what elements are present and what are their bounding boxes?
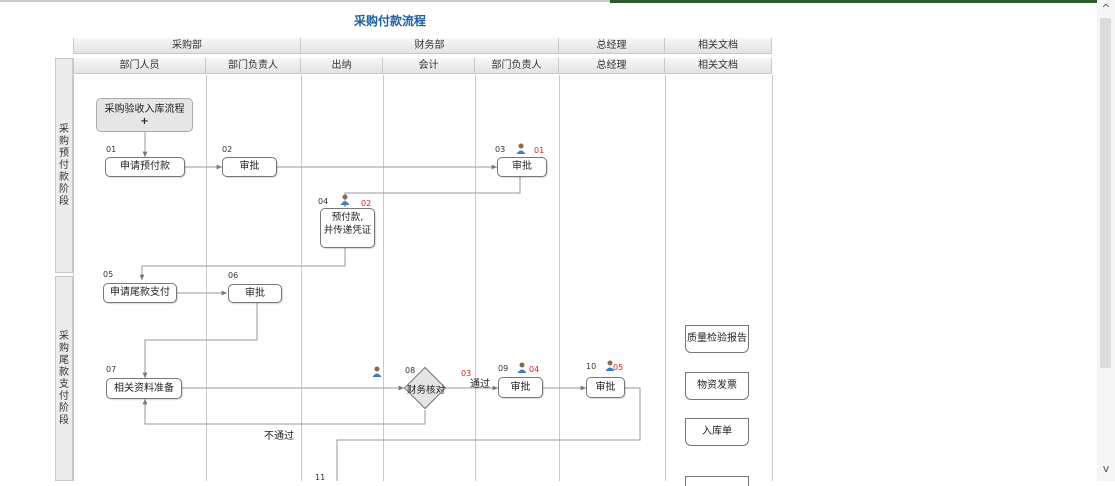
lane-divider [559,75,560,481]
edge-03-04 [342,177,521,207]
top-border-right [610,0,1100,3]
doc-invoice[interactable]: 物资发票 [685,372,749,400]
dept-docs: 相关文档 [665,38,772,54]
role-cashier: 出纳 [301,58,383,74]
node-approve-06[interactable]: 审批 [228,284,282,303]
role-staff: 部门人员 [73,58,206,74]
node-number: 08 [405,366,416,375]
node-prepay-transfer[interactable]: 预付款, 并传递凭证 [320,208,375,248]
role-accountant: 会计 [383,58,475,74]
node-approve-09[interactable]: 审批 [498,377,543,398]
node-approve-02[interactable]: 审批 [222,157,277,177]
vertical-scrollbar[interactable]: ^ v [1097,0,1115,481]
node-number: 06 [228,271,239,280]
person-icon [605,360,615,371]
edge-06-07 [142,303,258,378]
edge-04-05 [139,248,346,280]
role-docs: 相关文档 [665,58,772,74]
top-border [0,0,1115,6]
top-border-left [0,0,610,2]
stage-prepayment: 采购预付款阶段 [55,58,73,273]
doc-quality-report[interactable]: 质量检验报告 [685,325,749,353]
scroll-thumb[interactable] [1100,18,1111,368]
subprocess-label: 采购验收入库流程 [104,104,185,115]
node-approve-10[interactable]: 审批 [586,377,625,398]
lane-divider [301,75,302,481]
node-number: 03 [495,145,506,154]
dept-gm: 总经理 [559,38,665,54]
lane-divider [383,75,384,481]
node-mark: 05 [613,363,624,372]
scroll-down-icon[interactable]: v [1102,462,1110,475]
person-icon [372,366,382,377]
edge-label-pass: 通过 [470,379,490,390]
node-number: 11 [315,473,326,482]
dept-finance: 财务部 [301,38,559,54]
node-apply-prepayment[interactable]: 申请预付款 [105,157,185,177]
node-number: 04 [318,197,329,206]
person-icon [516,143,526,154]
lane-divider [665,75,666,481]
node-mark: 04 [529,365,540,374]
node-finance-check: 财务核对 [406,385,445,396]
node-apply-final-payment[interactable]: 申请尾款支付 [103,283,177,303]
stage-prepayment-label: 采购预付款阶段 [59,123,69,207]
node-number: 05 [103,270,114,279]
scroll-up-icon[interactable]: ^ [1101,2,1111,15]
node-number: 01 [106,145,117,154]
role-purchasing-head: 部门负责人 [206,58,301,74]
lane-divider [206,75,207,481]
node-number: 10 [586,362,597,371]
node-mark: 03 [461,369,472,378]
subprocess-inbound[interactable]: 采购验收入库流程 + [96,98,193,132]
diagram-title: 采购付款流程 [353,14,426,28]
node-mark: 01 [534,146,545,155]
lane-divider [772,75,773,481]
person-icon [517,362,527,373]
stage-final-payment-label: 采购尾款支付阶段 [59,330,69,426]
node-number: 09 [498,364,509,373]
node-prepare-docs[interactable]: 相关资料准备 [106,378,182,399]
person-icon [340,194,350,205]
dept-purchasing: 采购部 [73,38,301,54]
expand-icon[interactable]: + [140,116,149,127]
edge-label-fail: 不通过 [264,431,294,442]
lane-divider [73,75,74,481]
stage-final-payment: 采购尾款支付阶段 [55,276,73,481]
node-approve-03[interactable]: 审批 [497,157,547,177]
role-gm: 总经理 [559,58,665,74]
node-number: 02 [222,145,233,154]
node-mark: 02 [361,199,372,208]
lane-divider [475,75,476,481]
role-finance-head: 部门负责人 [475,58,559,74]
node-number: 07 [106,365,117,374]
doc-warehouse-receipt[interactable]: 入库单 [685,418,749,446]
doc-cut-off[interactable] [685,476,749,486]
